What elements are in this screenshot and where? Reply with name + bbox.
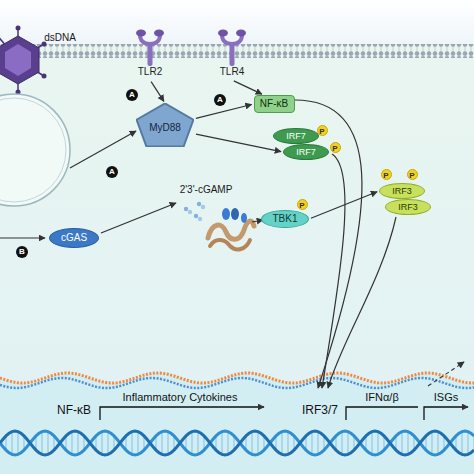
adaptor-pentagon: MyD88 xyxy=(136,103,194,147)
signal-arrow xyxy=(234,81,262,94)
pathway-marker: B xyxy=(16,246,28,258)
node-label: MyD88 xyxy=(149,122,181,134)
pathway-arrow xyxy=(0,237,45,238)
kinase-oval: TBK1 xyxy=(261,210,309,228)
phospho-mark: P xyxy=(381,169,392,180)
irf7-oval: IRF7 xyxy=(283,144,329,160)
node-label: cGAS xyxy=(61,232,87,244)
gene-promoter-arrow xyxy=(100,407,264,420)
tlr-icon xyxy=(217,28,247,66)
molecule-label: 2'3'-cGAMP xyxy=(180,184,233,196)
dna-helix xyxy=(0,431,474,455)
irf3-oval: IRF3 xyxy=(379,183,425,199)
gene-label: IRF3/7 xyxy=(302,404,338,418)
virus xyxy=(0,26,47,95)
tlr-icon xyxy=(135,28,165,66)
gene-promoter-arrow xyxy=(346,407,418,420)
gene-promoter-arrow xyxy=(424,407,468,420)
virus-label: dsDNA xyxy=(44,32,76,44)
gene-label: NF-κB xyxy=(57,404,91,418)
phospho-mark: P xyxy=(330,142,341,153)
sensor-oval: cGAS xyxy=(49,228,99,248)
pathway-arrow xyxy=(70,131,136,168)
gene-label: IFNα/β xyxy=(365,391,398,404)
nucleus xyxy=(0,373,474,474)
irf3-oval: IRF3 xyxy=(385,199,431,215)
pathway-marker: A xyxy=(106,166,118,178)
signal-arrow xyxy=(151,82,164,102)
node-label: NF-κB xyxy=(260,98,288,110)
cell-membrane xyxy=(0,44,474,58)
translocation-arrow xyxy=(328,217,396,388)
phospho-mark: P xyxy=(407,169,418,180)
signal-arrow xyxy=(196,105,252,119)
node-label: TLR2 xyxy=(138,66,162,78)
endosome xyxy=(0,94,70,206)
signal-arrow xyxy=(311,192,377,219)
receptor-tlr: TLR2 xyxy=(135,28,165,80)
phospho-mark: P xyxy=(297,199,308,210)
phospho-mark: P xyxy=(317,125,328,136)
pathway-marker: A xyxy=(126,89,138,101)
irf7-oval: IRF7 xyxy=(273,128,319,144)
node-label: IRF7 xyxy=(296,147,316,157)
receptor-tlr: TLR4 xyxy=(217,28,247,80)
node-label: IRF7 xyxy=(286,131,306,141)
pathway-marker: A xyxy=(214,94,226,106)
signal-arrow xyxy=(196,134,281,151)
pathway-arrow xyxy=(101,203,176,233)
node-label: TBK1 xyxy=(272,213,297,225)
gene-label: Inflammatory Cytokines xyxy=(123,391,238,404)
cgamp-molecules xyxy=(184,202,205,221)
secretion-arrow xyxy=(428,362,464,386)
node-label: TLR4 xyxy=(220,66,244,78)
er-sting xyxy=(208,208,254,249)
gene-label: ISGs xyxy=(434,391,458,404)
node-label: IRF3 xyxy=(398,202,418,212)
node-label: IRF3 xyxy=(392,186,412,196)
transcription-factor-box: NF-κB xyxy=(254,95,295,113)
